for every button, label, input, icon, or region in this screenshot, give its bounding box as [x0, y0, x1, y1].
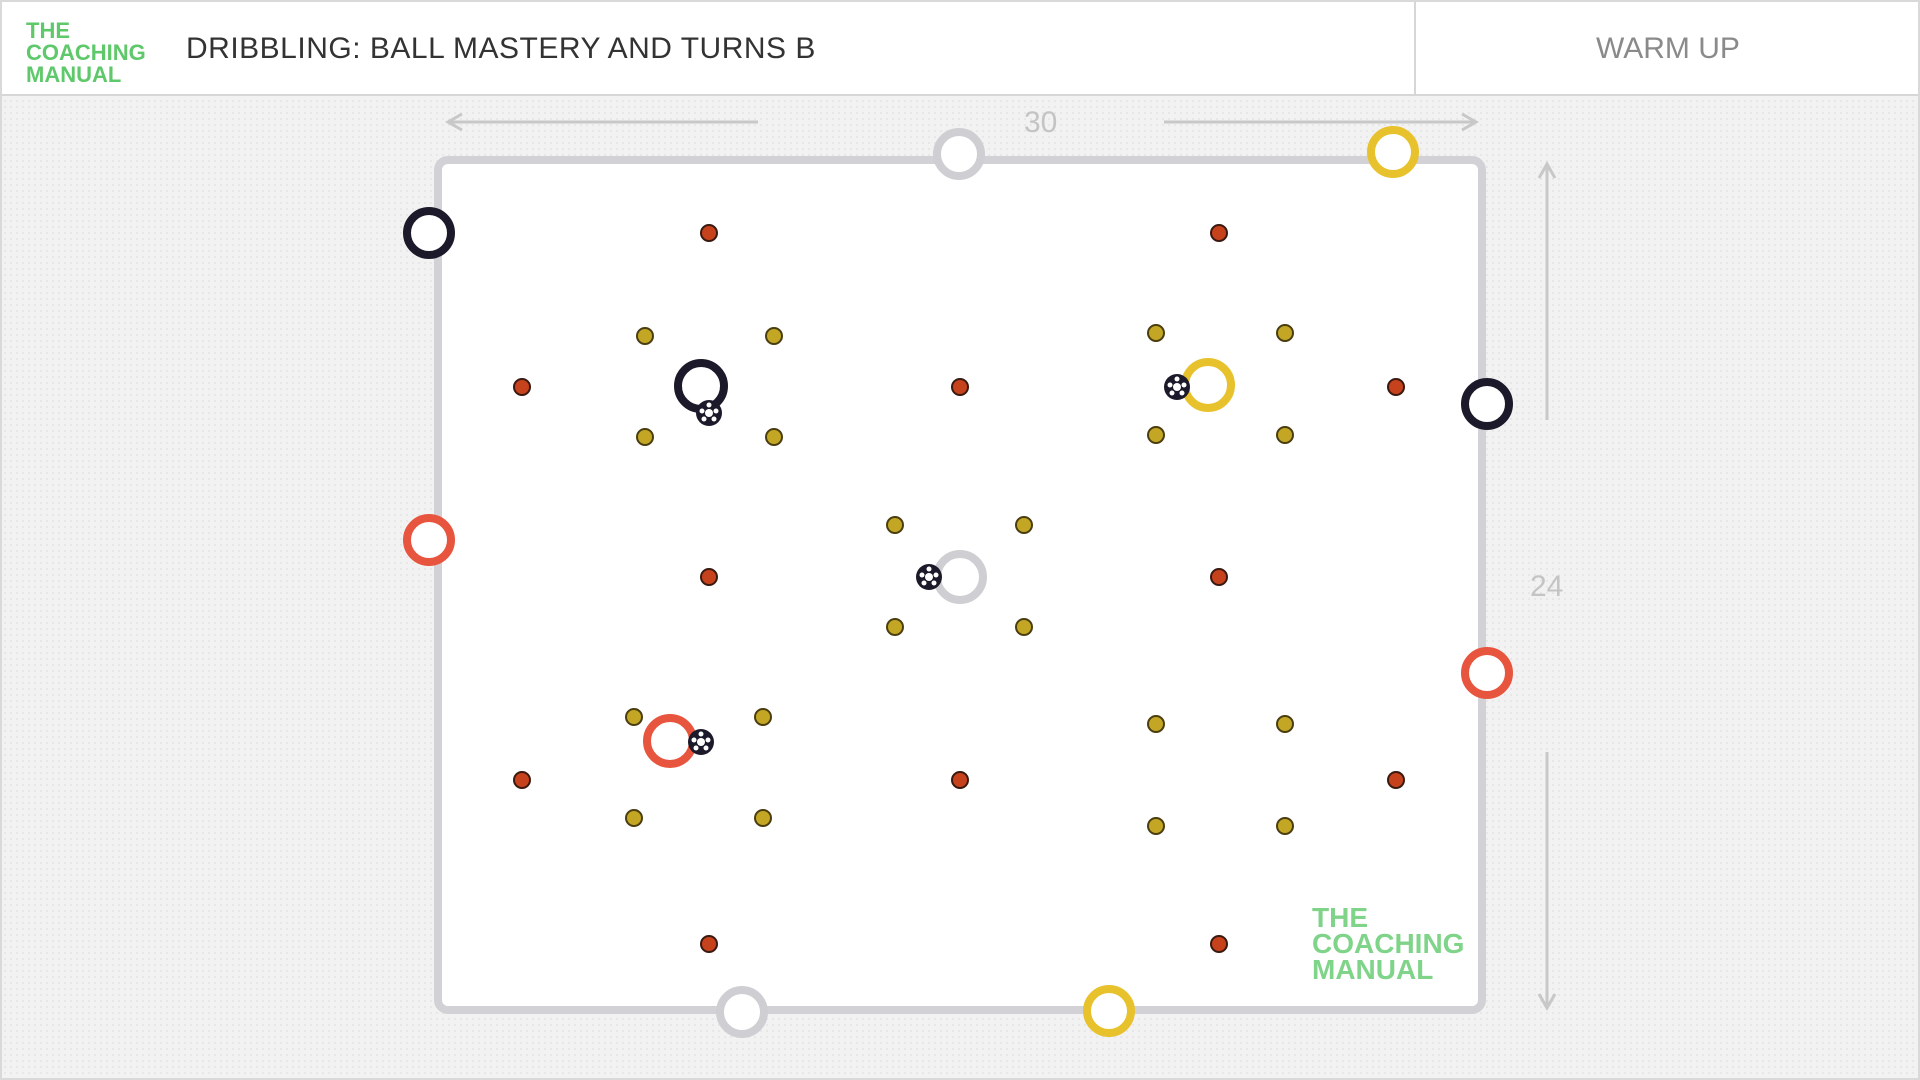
red-cone-icon [513, 771, 531, 789]
ball-icon [1164, 374, 1190, 400]
yellow-cone-icon [765, 428, 783, 446]
yellow-cone-icon [765, 327, 783, 345]
yellow-cone-icon [754, 809, 772, 827]
yellow-cone-icon [1147, 324, 1165, 342]
grey-player-ring-icon [716, 986, 768, 1038]
red-cones [513, 224, 1405, 953]
yellow-cone-icon [1276, 426, 1294, 444]
logo-line-2: COACHING [26, 40, 146, 65]
red-cone-icon [1387, 378, 1405, 396]
yellow-player-ring-icon [1367, 126, 1419, 178]
yellow-cone-icon [1147, 715, 1165, 733]
yellow-cone-icon [1276, 715, 1294, 733]
black-player-ring-icon [1461, 378, 1513, 430]
yellow-cone-icon [636, 327, 654, 345]
red-cone-icon [700, 224, 718, 242]
width-dimension-label: 30 [1024, 106, 1058, 139]
yellow-cone-icon [754, 708, 772, 726]
red-cone-icon [700, 568, 718, 586]
red-cone-icon [1210, 935, 1228, 953]
phase-label: WARM UP [1596, 32, 1740, 65]
ball-icon [916, 564, 942, 590]
yellow-player-ring-icon [1083, 985, 1135, 1037]
ball-icon [696, 400, 722, 426]
red-cone-icon [1210, 568, 1228, 586]
width-arrow-icon [444, 112, 1480, 132]
page-title: DRIBBLING: BALL MASTERY AND TURNS B [186, 32, 816, 65]
yellow-cone-icon [1276, 324, 1294, 342]
logo-line-3: MANUAL [26, 62, 122, 87]
yellow-cone-icon [636, 428, 654, 446]
grey-player-ring-icon [933, 128, 985, 180]
watermark-line-3: MANUAL [1312, 954, 1434, 985]
red-cone-icon [513, 378, 531, 396]
yellow-cone-icon [886, 618, 904, 636]
red-cone-icon [700, 935, 718, 953]
yellow-cone-icon [625, 809, 643, 827]
height-arrow-icon [1537, 160, 1557, 1012]
logo-line-1: THE [26, 18, 70, 43]
height-dimension-label: 24 [1530, 570, 1564, 603]
header-divider [1414, 2, 1416, 94]
red-cone-icon [1387, 771, 1405, 789]
black-player-ring-icon [403, 207, 455, 259]
yellow-cone-icon [1015, 516, 1033, 534]
brand-logo: THE COACHING MANUAL [26, 20, 166, 90]
pitch-area [434, 156, 1486, 1014]
yellow-cone-icon [625, 708, 643, 726]
ball-icon [688, 729, 714, 755]
yellow-cone-icon [1015, 618, 1033, 636]
yellow-cone-icon [886, 516, 904, 534]
yellow-cone-icon [1147, 817, 1165, 835]
yellow-cones [625, 324, 1294, 835]
yellow-cone-icon [1147, 426, 1165, 444]
red-cone-icon [951, 378, 969, 396]
watermark-line-1: THE [1312, 902, 1368, 933]
yellow-cone-icon [1276, 817, 1294, 835]
red-cone-icon [951, 771, 969, 789]
red-player-ring-icon [403, 514, 455, 566]
watermark-logo: THE COACHING MANUAL [1312, 902, 1492, 995]
header-bar: THE COACHING MANUAL DRIBBLING: BALL MAST… [2, 2, 1918, 96]
red-cone-icon [1210, 224, 1228, 242]
watermark-line-2: COACHING [1312, 928, 1465, 959]
red-player-ring-icon [1461, 647, 1513, 699]
